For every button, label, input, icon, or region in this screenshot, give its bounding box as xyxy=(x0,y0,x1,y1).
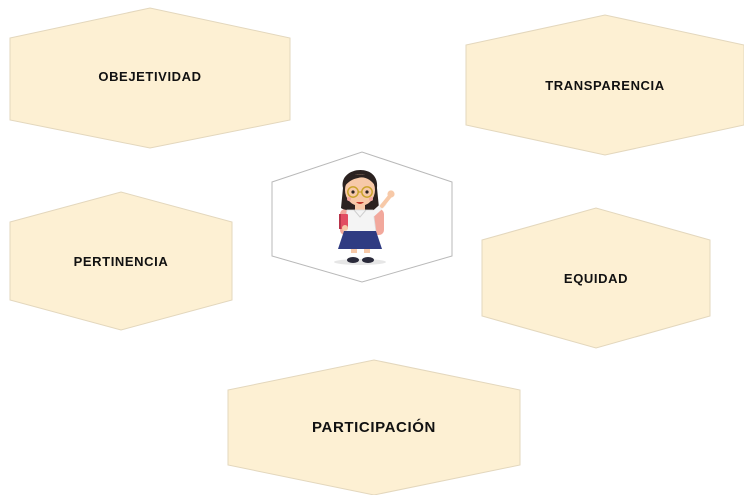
hexagon-equidad: EQUIDAD xyxy=(481,207,711,349)
girl-student-waving-icon xyxy=(271,151,453,283)
hexagon-shape xyxy=(9,7,291,149)
hexagon-shape xyxy=(481,207,711,349)
hexagon-participacion: PARTICIPACIÓN xyxy=(227,359,521,495)
hexagon-label-equidad: EQUIDAD xyxy=(563,270,629,286)
hexagon-pertinencia: PERTINENCIA xyxy=(9,191,233,331)
hexagon-shape xyxy=(227,359,521,495)
center-hexagon xyxy=(271,151,453,283)
hexagon-label-transparencia: TRANSPARENCIA xyxy=(545,77,665,93)
hexagon-label-pertinencia: PERTINENCIA xyxy=(73,253,169,269)
hexagon-transparencia: TRANSPARENCIA xyxy=(465,14,744,156)
hexagon-shape xyxy=(465,14,744,156)
hexagon-shape xyxy=(9,191,233,331)
hexagon-objetividad: OBEJETIVIDAD xyxy=(9,7,291,149)
hexagon-label-objetividad: OBEJETIVIDAD xyxy=(98,68,202,84)
hexagon-label-participacion: PARTICIPACIÓN xyxy=(312,419,436,436)
